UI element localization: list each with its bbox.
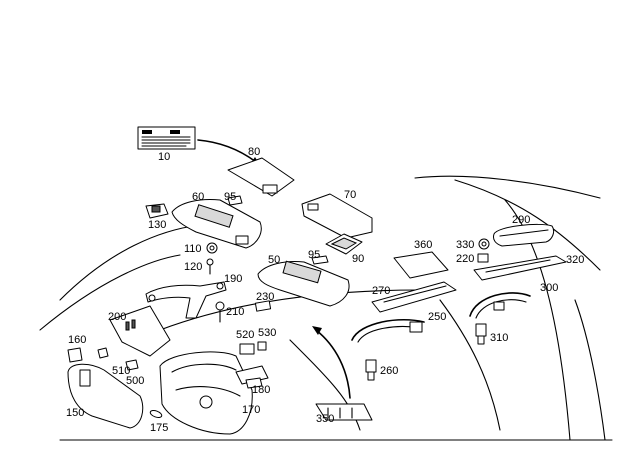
label-330: 330 — [456, 239, 474, 251]
part-50-sun-visor — [257, 260, 350, 307]
part-120-screw — [206, 258, 214, 275]
part-150-mirror — [67, 363, 144, 429]
label-60: 60 — [192, 191, 204, 203]
part-520-connector — [239, 343, 255, 355]
part-350-strip — [315, 403, 373, 421]
part-200-cover — [109, 305, 171, 357]
part-160-clip — [67, 347, 83, 363]
label-230: 230 — [256, 291, 274, 303]
label-210: 210 — [226, 306, 244, 318]
part-310-bolt — [475, 323, 487, 345]
label-160: 160 — [68, 334, 86, 346]
part-10-warning-label — [137, 126, 196, 150]
label-95b: 95 — [308, 249, 320, 261]
label-290: 290 — [512, 214, 530, 226]
part-500-bracket — [125, 359, 139, 371]
label-260: 260 — [380, 365, 398, 377]
label-530: 530 — [258, 327, 276, 339]
part-90-mirror — [325, 233, 363, 255]
part-95-clip-upper — [227, 195, 243, 206]
label-250: 250 — [428, 311, 446, 323]
label-150: 150 — [66, 407, 84, 419]
arrow-10-to-80 — [197, 139, 257, 163]
part-230-block — [254, 300, 272, 312]
part-95-clip-lower — [311, 255, 329, 265]
part-210-screw — [215, 301, 225, 323]
label-190: 190 — [224, 273, 242, 285]
label-500: 500 — [126, 375, 144, 387]
label-350: 350 — [316, 413, 334, 425]
label-90: 90 — [352, 253, 364, 265]
part-300-handle — [469, 292, 531, 319]
part-360-pad — [393, 251, 449, 279]
part-170-console — [159, 351, 253, 435]
part-260-bolt — [365, 359, 377, 381]
label-270: 270 — [372, 285, 390, 297]
part-180-switch — [235, 365, 269, 389]
label-320: 320 — [566, 254, 584, 266]
part-510-fastener — [97, 347, 109, 359]
part-80-visor-cover — [227, 157, 295, 197]
part-60-sun-visor-left — [171, 199, 262, 249]
label-360: 360 — [414, 239, 432, 251]
label-80: 80 — [248, 146, 260, 158]
part-130-clip — [145, 203, 169, 219]
part-labels: 10 80 60 95 70 130 110 120 190 95 90 360… — [66, 146, 584, 434]
label-180: 180 — [252, 384, 270, 396]
part-270-rail — [371, 281, 457, 313]
label-70: 70 — [344, 189, 356, 201]
part-110-nut — [206, 242, 218, 254]
label-175: 175 — [150, 422, 168, 434]
label-220: 220 — [456, 253, 474, 265]
part-250-handle — [351, 319, 425, 343]
part-330-nut — [478, 238, 490, 250]
label-10: 10 — [158, 151, 170, 163]
label-120: 120 — [184, 261, 202, 273]
label-310: 310 — [490, 332, 508, 344]
label-510: 510 — [112, 365, 130, 377]
label-300: 300 — [540, 282, 558, 294]
part-190-bracket — [145, 281, 227, 319]
label-95: 95 — [224, 191, 236, 203]
label-110: 110 — [184, 243, 202, 255]
label-170: 170 — [242, 404, 260, 416]
label-200: 200 — [108, 311, 126, 323]
part-175-bulb — [149, 410, 163, 418]
vehicle-outline — [39, 175, 613, 441]
label-50: 50 — [268, 254, 280, 266]
part-220-spacer — [477, 253, 489, 263]
arrow-350 — [315, 329, 351, 399]
part-320-rail — [473, 255, 567, 281]
part-70-sun-visor-right — [301, 193, 373, 239]
label-520: 520 — [236, 329, 254, 341]
part-530-plug — [257, 341, 267, 351]
part-290-handle — [493, 223, 555, 247]
label-130: 130 — [148, 219, 166, 231]
